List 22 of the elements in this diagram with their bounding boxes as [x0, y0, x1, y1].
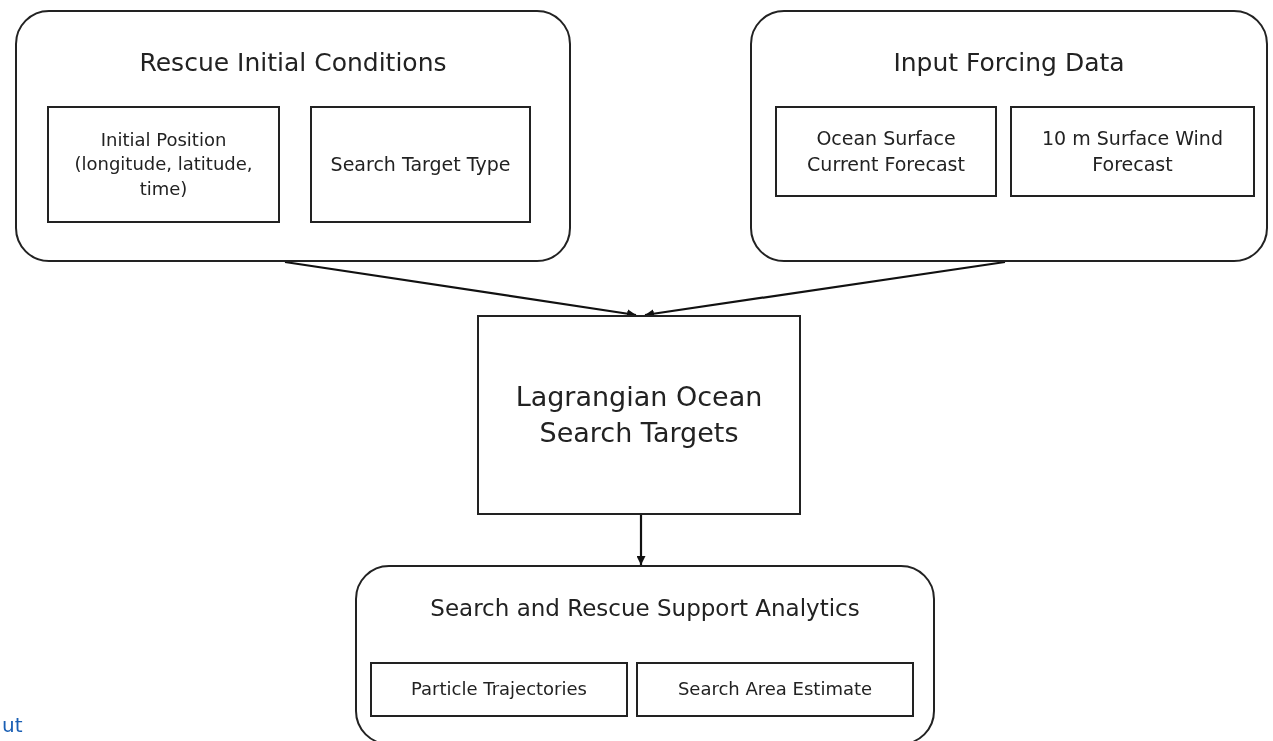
arrow: [636, 515, 646, 565]
box-label: Search Target Type: [329, 151, 512, 177]
group-box: [15, 10, 571, 262]
box-label: 10 m Surface Wind Forecast: [1041, 125, 1224, 177]
process-box: [370, 662, 628, 717]
group-title: Rescue Initial Conditions: [138, 48, 448, 77]
box-label: Initial Position (longitude, latitude, time): [73, 128, 254, 201]
box-label: Particle Trajectories: [410, 677, 588, 702]
box-label: Ocean Surface Current Forecast: [806, 125, 966, 177]
group-box: [750, 10, 1268, 262]
link-text: ut: [2, 713, 23, 737]
process-box: [310, 106, 531, 223]
process-box: [636, 662, 914, 717]
process-box: [1010, 106, 1255, 197]
group-title: Search and Rescue Support Analytics: [429, 595, 861, 621]
process-box: [47, 106, 280, 223]
box-label: Lagrangian Ocean Search Targets: [514, 379, 764, 450]
group-box: [355, 565, 935, 741]
box-label: Search Area Estimate: [676, 677, 874, 702]
process-box: [477, 315, 801, 515]
group-title: Input Forcing Data: [892, 48, 1126, 77]
process-box: [775, 106, 997, 197]
